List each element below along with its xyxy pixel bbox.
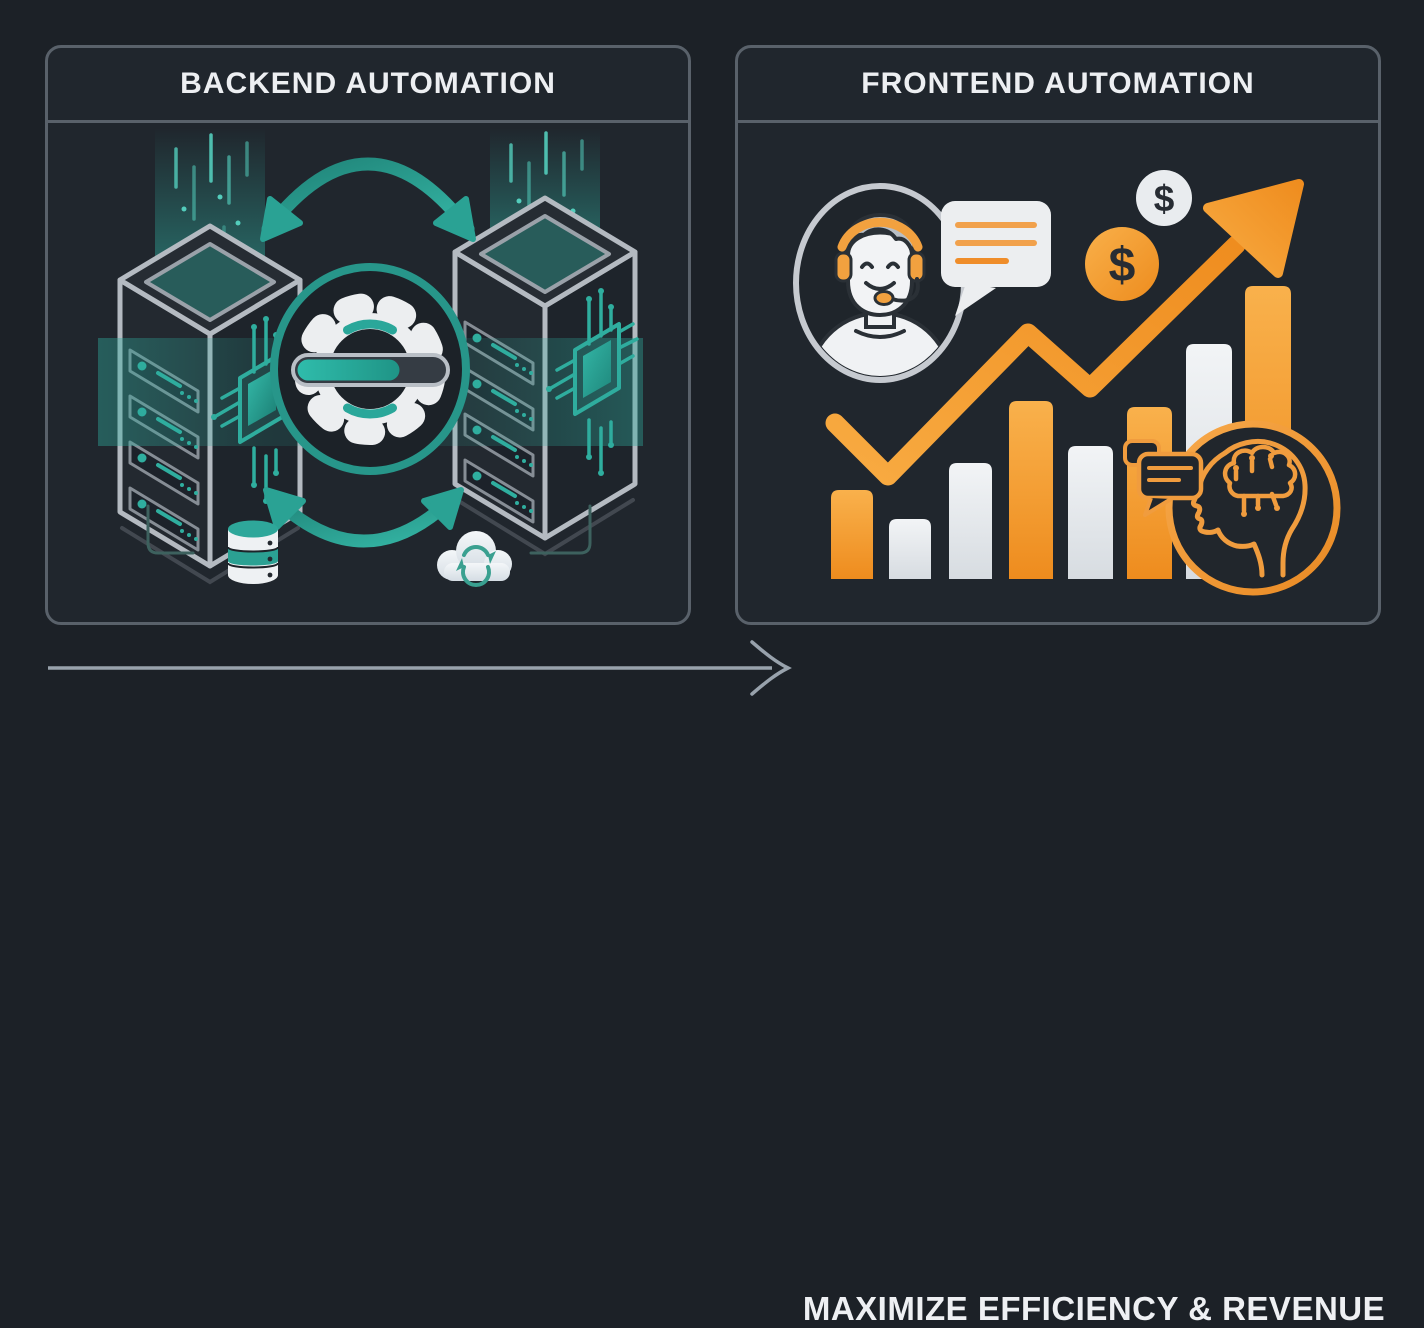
progress-bar <box>291 353 450 387</box>
dollar-sign: $ <box>1109 239 1136 292</box>
cloud-sync-icon <box>437 531 512 587</box>
dollar-coin-orange-icon: $ <box>1085 227 1159 301</box>
database-icon <box>227 520 279 584</box>
growth-arrow-icon <box>825 179 1304 486</box>
footer-caption: MAXIMIZE EFFICIENCY & REVENUE <box>802 1290 1386 1327</box>
trend-line <box>825 235 1246 486</box>
backend-panel-header: BACKEND AUTOMATION <box>48 48 688 123</box>
frontend-illustration: $ $ <box>738 123 1378 622</box>
frontend-panel-title: FRONTEND AUTOMATION <box>861 67 1255 100</box>
dollar-sign: $ <box>1154 178 1175 219</box>
ai-brain-icon <box>1123 420 1341 596</box>
bar <box>889 519 931 579</box>
chat-bubbles-icon <box>1123 439 1204 517</box>
cycle-arrow-top-icon <box>260 157 476 242</box>
frontend-panel-header: FRONTEND AUTOMATION <box>738 48 1378 123</box>
speech-bubble-icon <box>941 201 1051 316</box>
connector-lines <box>146 504 592 555</box>
bar <box>831 490 873 579</box>
dollar-coin-silver-icon: $ <box>1136 170 1192 226</box>
footer: MAXIMIZE EFFICIENCY & REVENUE <box>0 630 1424 1327</box>
backend-illustration-svg <box>98 128 643 587</box>
bar <box>949 463 992 579</box>
arrow-head <box>1203 179 1304 278</box>
cycle-arrow-bottom-icon <box>263 487 464 548</box>
footer-arrow-icon <box>48 640 792 696</box>
support-agent-icon <box>793 183 967 383</box>
progress-fill <box>297 359 400 381</box>
backend-panel-title: BACKEND AUTOMATION <box>180 67 556 100</box>
frontend-panel: FRONTEND AUTOMATION <box>735 45 1381 625</box>
gear-progress-icon <box>270 263 470 475</box>
bar <box>1009 401 1053 579</box>
frontend-illustration-svg: $ $ <box>793 170 1341 596</box>
backend-illustration <box>48 123 688 622</box>
backend-panel: BACKEND AUTOMATION <box>45 45 691 625</box>
bar <box>1068 446 1113 579</box>
